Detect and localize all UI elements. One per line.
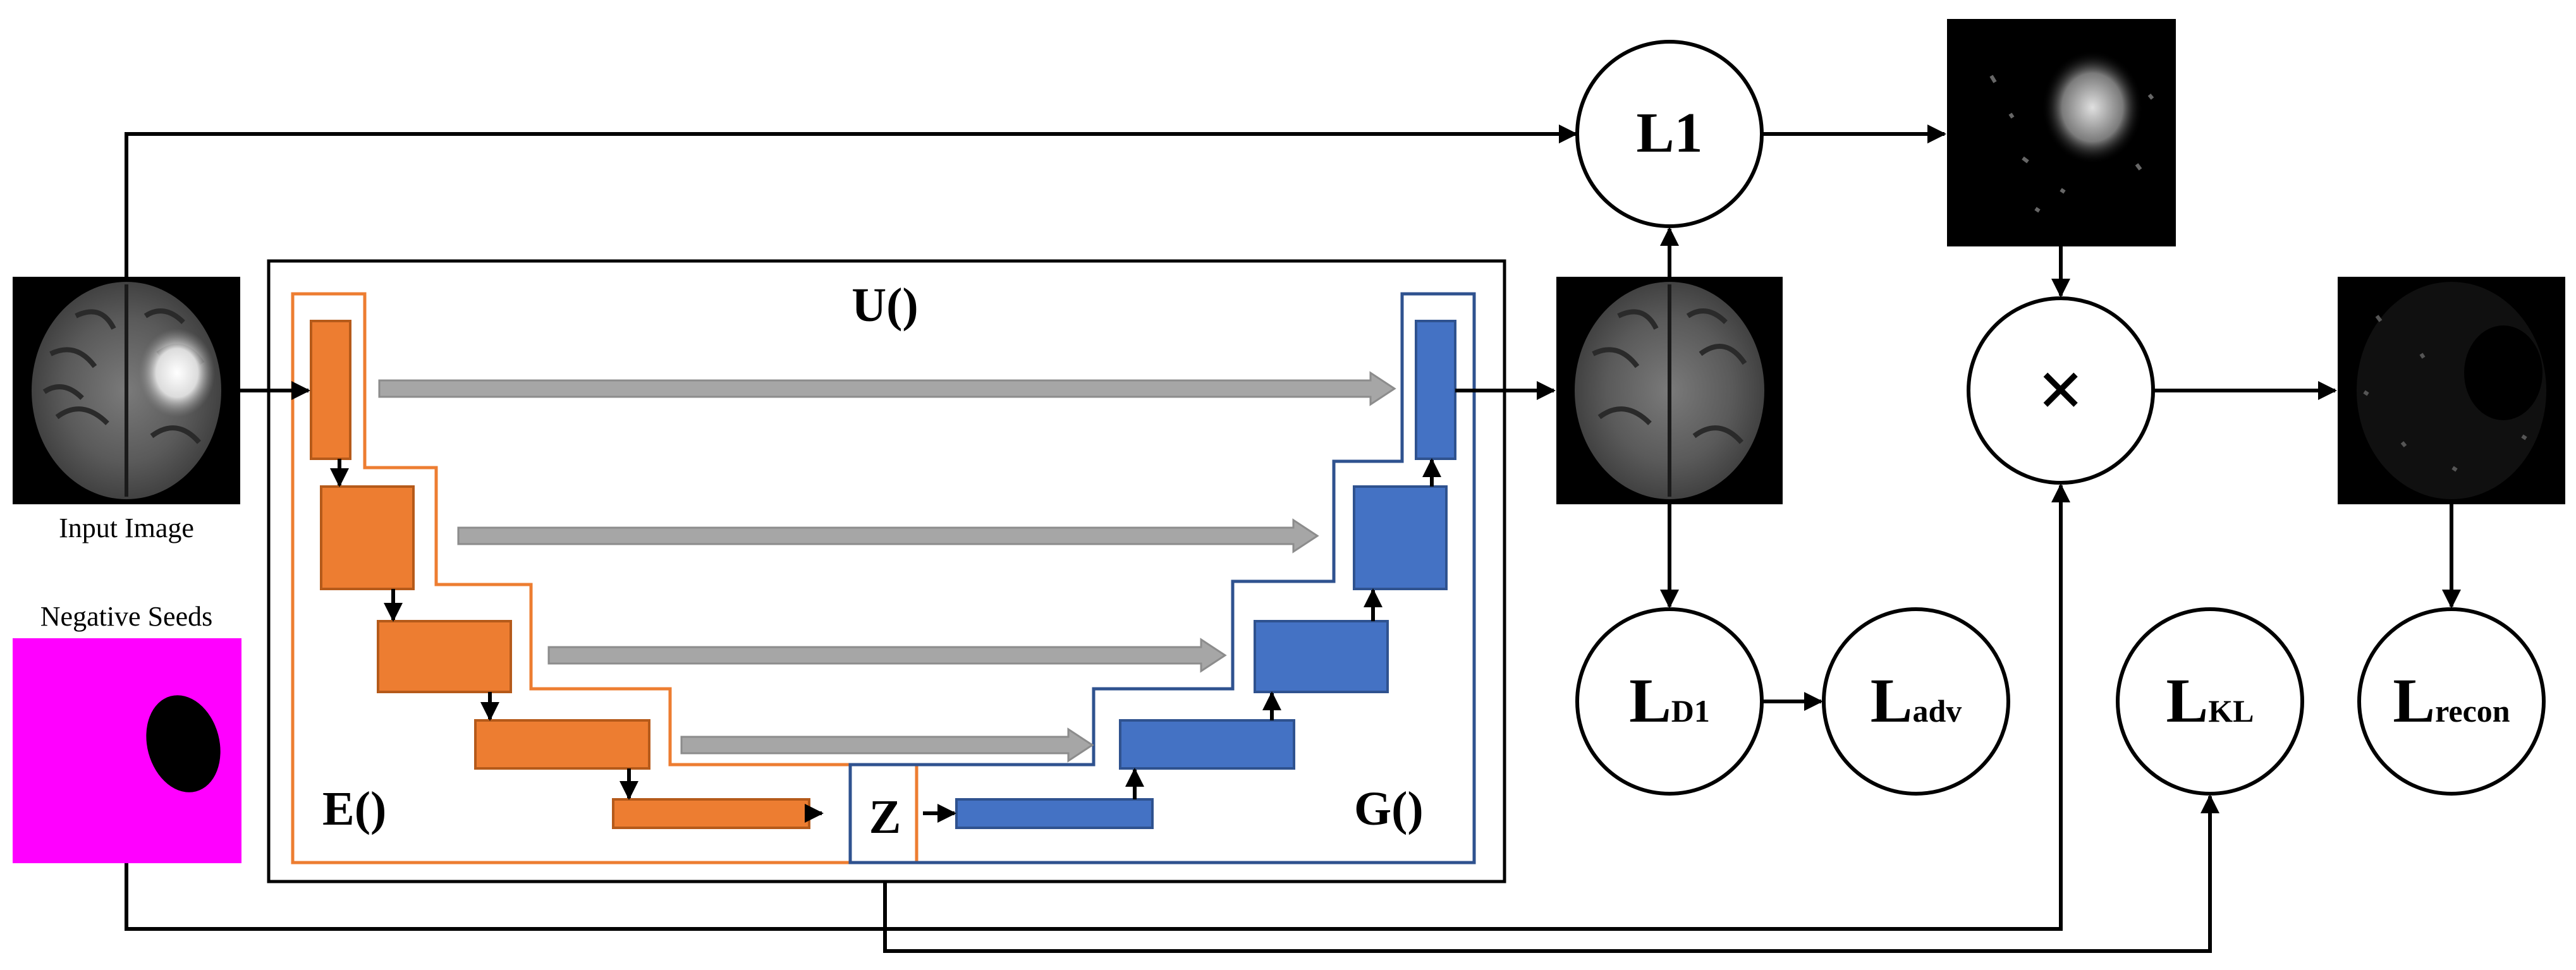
lkl-node: [2116, 607, 2304, 796]
skip-arrow-3: [547, 638, 1227, 673]
negative-seeds-caption: Negative Seeds: [40, 601, 212, 632]
encoder-block-5: [612, 798, 810, 829]
multiply-icon: ×: [2037, 344, 2084, 435]
generator-block-3: [1254, 620, 1389, 693]
latent-label: Z: [869, 791, 901, 844]
connectors: [125, 124, 2461, 953]
skip-connections: [378, 371, 1396, 763]
generator-block-4: [1353, 485, 1448, 590]
lkl-label: LKL: [2166, 665, 2254, 736]
generator-block-2: [1119, 719, 1295, 770]
encoder-block-1: [310, 320, 351, 460]
lrecon-node: [2357, 607, 2546, 796]
masked-output-image: [2338, 277, 2565, 504]
encoder-block-4: [474, 719, 650, 770]
input-image: [13, 277, 240, 504]
encoder-block-3: [377, 620, 512, 693]
internal-flow-arrows: [330, 458, 1441, 823]
skip-arrow-4: [680, 727, 1094, 763]
lrecon-label: Lrecon: [2393, 665, 2510, 736]
l1-label: L1: [1636, 102, 1702, 164]
encoder-block-2: [320, 485, 415, 590]
ladv-node: [1822, 607, 2010, 796]
generator-outline: [848, 292, 1476, 864]
negative-seeds-mask: [13, 638, 241, 863]
generator-block-1: [955, 798, 1154, 829]
skip-arrow-2: [457, 518, 1319, 554]
ld1-label: LD1: [1629, 665, 1710, 736]
difference-image: [1947, 19, 2176, 246]
input-image-caption: Input Image: [59, 512, 194, 543]
generator-block-5: [1415, 320, 1456, 460]
encoder-label: E(): [322, 782, 386, 835]
generator-label: G(): [1354, 782, 1424, 835]
skip-arrow-1: [378, 371, 1396, 406]
ladv-label: Ladv: [1871, 665, 1962, 736]
reconstructed-image: [1556, 277, 1783, 504]
unet-outer-box: [267, 259, 1506, 883]
unet-label: U(): [852, 279, 919, 332]
